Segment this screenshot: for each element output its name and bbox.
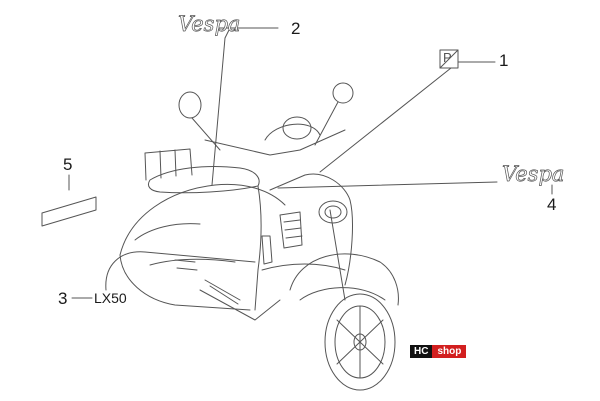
callout-5: 5 xyxy=(63,155,73,174)
vespa-logo-side: Vespa xyxy=(502,162,565,187)
callout-1: 1 xyxy=(499,51,509,70)
part-code-label: LX50 xyxy=(94,290,127,306)
callout-3: 3 xyxy=(58,289,68,308)
decal-p-letter: P xyxy=(443,50,452,65)
callout-2: 2 xyxy=(291,19,301,38)
leader-lines xyxy=(68,27,553,299)
hc-shop-badge: HC shop xyxy=(410,345,467,358)
scooter-drawing xyxy=(119,82,399,391)
badge-hc: HC xyxy=(410,345,433,358)
callout-4: 4 xyxy=(547,195,557,214)
decal-stripe xyxy=(41,196,97,227)
badge-shop: shop xyxy=(432,345,467,358)
vespa-logo-top: Vespa xyxy=(178,12,241,37)
